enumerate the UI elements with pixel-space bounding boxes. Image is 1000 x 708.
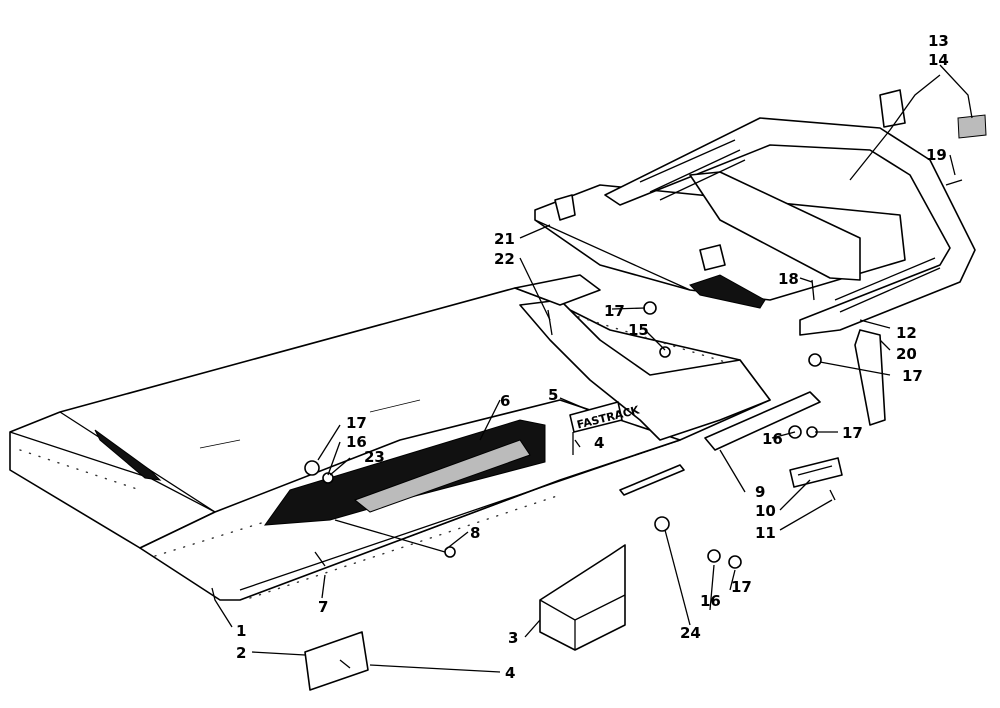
reflector-13-14 (879, 89, 987, 139)
callout-5: 5 (548, 386, 558, 404)
callout-19: 19 (926, 146, 947, 164)
callout-7: 7 (318, 598, 328, 616)
callout-9: 9 (755, 483, 765, 501)
callout-4-upper: 4 (594, 434, 604, 452)
callout-17-upper: 17 (604, 302, 625, 320)
callout-17-mid: 17 (842, 424, 863, 442)
fastrack-badge: FASTRACK (569, 401, 641, 433)
callout-13: 13 (928, 32, 949, 50)
axle-rod (619, 391, 821, 496)
callout-16-right: 16 (762, 430, 783, 448)
rear-bumper (604, 117, 976, 336)
callout-2: 2 (236, 644, 246, 662)
callout-17-left: 17 (346, 414, 367, 432)
callout-4-lower: 4 (505, 664, 515, 682)
callout-15: 15 (628, 321, 649, 339)
callout-8: 8 (470, 524, 480, 542)
rubber-strip (263, 419, 546, 526)
hitch-bracket (539, 544, 626, 651)
callout-14: 14 (928, 51, 949, 69)
callout-6: 6 (500, 392, 510, 410)
callout-20: 20 (896, 345, 917, 363)
callout-16-left: 16 (346, 433, 367, 451)
callout-10: 10 (755, 502, 776, 520)
callout-16-bottom: 16 (700, 592, 721, 610)
rear-tunnel-end (514, 274, 771, 441)
leader-lines (211, 64, 973, 673)
callout-18: 18 (778, 270, 799, 288)
callout-23: 23 (364, 448, 385, 466)
callout-22: 22 (494, 250, 515, 268)
plate-2 (304, 631, 369, 691)
callout-24: 24 (680, 624, 701, 642)
rear-box (534, 184, 906, 309)
callout-17-bottom: 17 (731, 578, 752, 596)
callout-3: 3 (508, 629, 518, 647)
callout-1: 1 (236, 622, 246, 640)
callout-12: 12 (896, 324, 917, 342)
fasteners (304, 179, 963, 669)
snowflap (854, 329, 886, 426)
tunnel-panel (9, 287, 771, 601)
reflector-10 (789, 457, 843, 488)
callout-21: 21 (494, 230, 515, 248)
callout-labels: 1 2 3 4 4 5 6 7 8 9 10 11 12 13 14 15 16… (236, 32, 949, 682)
callout-11: 11 (755, 524, 776, 542)
callout-17-right: 17 (902, 367, 923, 385)
